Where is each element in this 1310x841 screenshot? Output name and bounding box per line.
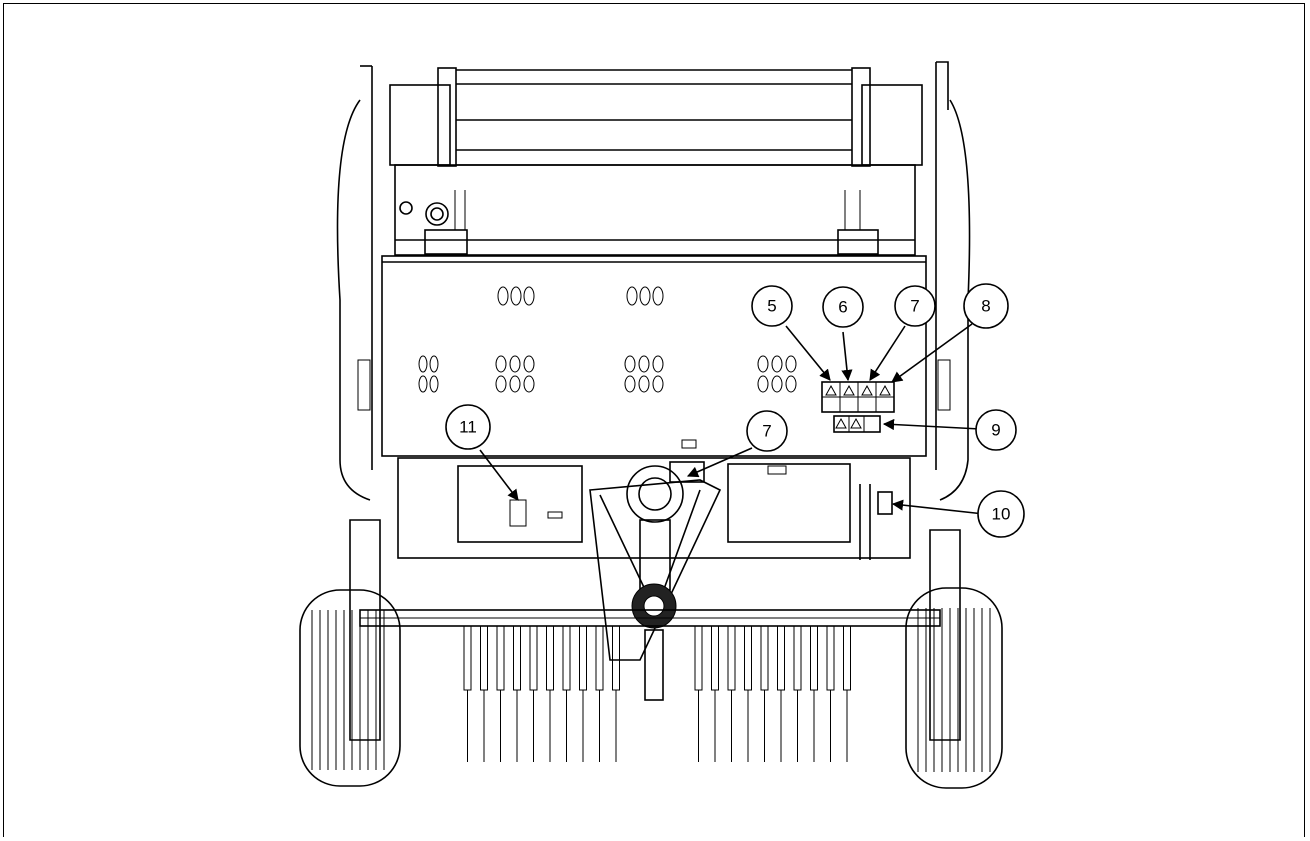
safety-decals <box>821 381 895 515</box>
figure-frame <box>3 3 1305 837</box>
svg-text:11: 11 <box>459 418 477 437</box>
callout-5: 5 <box>751 285 793 327</box>
lower-body <box>349 457 961 741</box>
svg-text:10: 10 <box>992 505 1011 524</box>
svg-text:9: 9 <box>991 421 1000 440</box>
side-panels <box>336 61 971 501</box>
callout-10: 10 <box>977 490 1025 538</box>
svg-text:5: 5 <box>767 297 776 316</box>
callout-8: 8 <box>963 283 1009 329</box>
callout-11: 11 <box>445 404 491 450</box>
svg-text:8: 8 <box>981 297 990 316</box>
callout-6: 6 <box>822 286 864 328</box>
top-frame <box>389 67 923 256</box>
callout-7-upper: 7 <box>894 285 936 327</box>
svg-text:7: 7 <box>910 297 919 316</box>
callout-7-lower: 7 <box>746 410 788 452</box>
svg-text:6: 6 <box>838 298 847 317</box>
pto-driveshaft <box>589 461 722 701</box>
front-panel <box>381 255 927 457</box>
callouts: 5 6 7 8 9 7 10 11 <box>445 283 1025 538</box>
pickup-tines <box>463 625 851 762</box>
callout-9: 9 <box>975 409 1017 451</box>
tyres <box>299 587 1003 789</box>
svg-text:7: 7 <box>762 422 771 441</box>
